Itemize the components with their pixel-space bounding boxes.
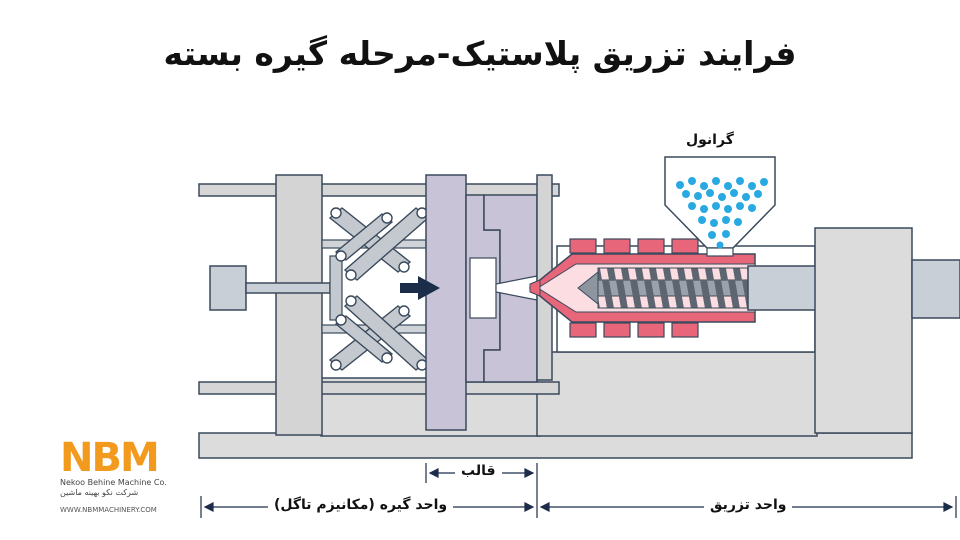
injection-support — [536, 351, 818, 437]
injection-unit-body — [814, 227, 913, 434]
mold-cavity — [469, 257, 497, 319]
clamp-arrow — [400, 276, 440, 300]
logo-website: WWW.NBMMACHINERY.COM — [60, 506, 157, 514]
company-logo: NBM Nekoo Behine Machine Co. شرکت نکو به… — [60, 438, 180, 514]
screw-flights — [597, 267, 749, 309]
crosshead — [329, 255, 343, 321]
heater-bands — [569, 238, 699, 338]
screw-drive-shaft — [747, 265, 818, 311]
cylinder-rod — [245, 282, 331, 294]
rear-platen — [275, 174, 323, 436]
granules — [676, 177, 768, 249]
clamp-unit-label: واحد گیره (مکانیزم تاگل) — [268, 497, 454, 513]
logo-mark: NBM — [60, 435, 160, 481]
screw-tip — [577, 270, 599, 306]
toggle-links — [328, 207, 430, 371]
granule-label: گرانول — [686, 132, 734, 148]
hopper-throat — [706, 247, 734, 257]
mold-label: قالب — [455, 463, 502, 479]
clamp-cylinder — [209, 265, 247, 311]
logo-company-en: Nekoo Behine Machine Co. — [60, 478, 167, 487]
tie-bar-top — [198, 183, 560, 197]
page-title: فرایند تزریق پلاستیک-مرحله گیره بسته — [163, 34, 797, 73]
nozzle — [529, 279, 541, 297]
moving-platen — [425, 174, 467, 431]
injection-unit-label: واحد تزریق — [704, 497, 793, 513]
drive-motor — [911, 259, 960, 319]
machine-base — [198, 432, 913, 459]
tie-bar-bottom — [198, 381, 560, 395]
toggle-pins — [330, 207, 428, 371]
hopper — [664, 156, 776, 249]
logo-company-fa: شرکت نکو بهینه ماشین — [60, 488, 139, 497]
